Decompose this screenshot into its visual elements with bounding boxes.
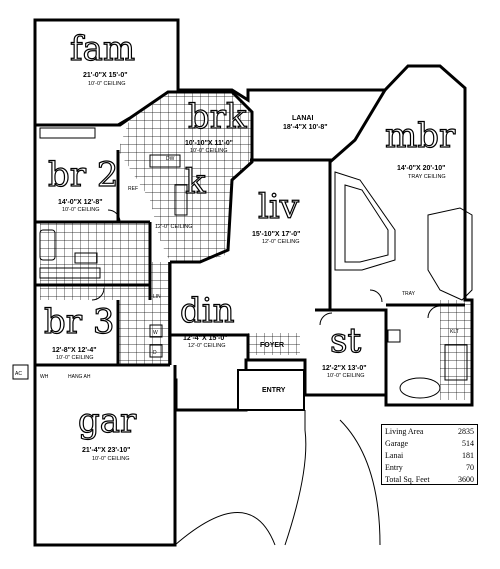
exterior-walls [33,18,474,547]
area-row: Living Area 2835 [385,426,474,438]
area-row: Total Sq. Feet 3600 [385,474,474,486]
room-size-st: 12'-2"X 13'-0" [322,365,367,372]
room-ceiling-k: 12'-0" CEILING [155,224,193,230]
room-size-din: 12'-4"X 15'-0" [183,335,228,342]
room-name-mbr: mbr [385,116,456,156]
tile-floor-areas [40,92,472,400]
door-swings [91,209,441,326]
room-size-liv: 15'-10"X 17'-0" [252,231,301,238]
label-lin: LIN [153,294,161,300]
room-name-k: k [185,162,206,202]
interior-walls [116,89,465,395]
room-size-brk: 10'-10"X 11'-0" [185,140,233,147]
room-name-lanai: LANAI [292,115,313,122]
room-name-br2: br 2 [48,155,118,195]
area-label: Entry [385,463,403,472]
area-value: 2835 [458,427,474,436]
label-foyer: FOYER [260,342,284,349]
area-value: 514 [462,439,474,448]
room-name-br3: br 3 [44,302,114,342]
room-name-st: st [330,321,361,361]
label-ref: REF [128,186,138,192]
room-ceiling-gar: 10'-0" CEILING [92,456,130,462]
room-name-brk: brk [188,97,247,137]
closets [39,127,473,301]
label-hang-ah: HANG AH [68,374,91,380]
label-ac: AC [15,371,22,377]
room-ceiling-br2: 10'-0" CEILING [62,207,100,213]
area-value: 70 [466,463,474,472]
room-size-lanai: 18'-4"X 10'-8" [283,124,328,131]
room-size-gar: 21'-4"X 23'-10" [82,447,131,454]
room-ceiling-liv: 12'-0" CEILING [262,239,300,245]
label-w: W [153,330,158,336]
label-entry: ENTRY [262,387,286,394]
room-ceiling-br3: 10'-0" CEILING [56,355,94,361]
area-value: 3600 [458,475,474,484]
room-name-din: din [180,291,235,331]
area-row: Entry 70 [385,462,474,474]
area-label: Garage [385,439,409,448]
room-ceiling-fam: 10'-0" CEILING [88,81,126,87]
room-size-fam: 21'-0"X 15'-0" [83,72,128,79]
area-label: Living Area [385,427,424,436]
room-ceiling-mbr: TRAY CEILING [408,174,446,180]
area-label: Lanai [385,451,404,460]
area-row: Garage 514 [385,438,474,450]
label-tray: TRAY [402,291,416,297]
room-ceiling-din: 12'-0" CEILING [188,343,226,349]
entry-area [12,364,381,546]
area-value: 181 [462,451,474,460]
label-klt: KLT [450,329,459,335]
room-size-br2: 14'-0"X 12'-8" [58,199,103,206]
room-name-liv: liv [258,187,300,227]
label-wh: WH [40,374,49,380]
label-dw: DW [166,156,175,162]
room-size-mbr: 14'-0"X 20'-10" [397,165,446,172]
fixtures [39,154,468,399]
room-name-gar: gar [78,401,137,441]
room-ceiling-st: 10'-0" CEILING [327,373,365,379]
area-summary-table: Living Area 2835 Garage 514 Lanai 181 Entry… [381,424,478,485]
room-size-br3: 12'-8"X 12'-4" [52,347,97,354]
room-ceiling-brk: 10'-0" CEILING [190,148,228,154]
room-name-fam: fam [70,29,135,69]
label-d: D [153,350,157,356]
area-row: Lanai 181 [385,450,474,462]
area-label: Total Sq. Feet [385,475,430,484]
